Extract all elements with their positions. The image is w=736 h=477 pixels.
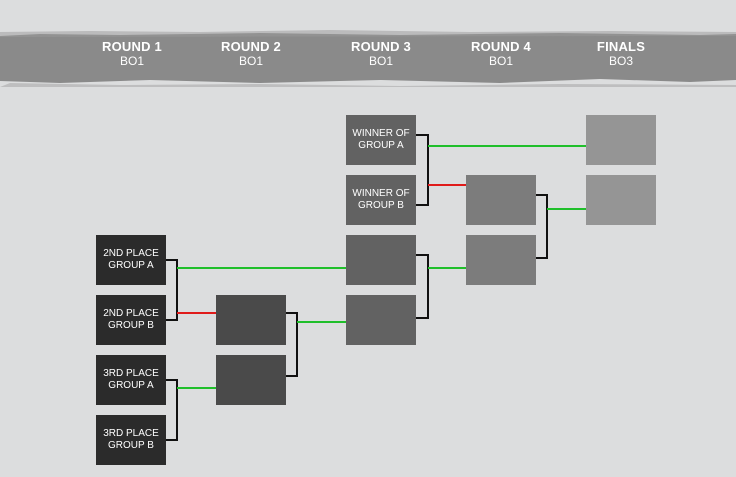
round-format: BO1: [368, 54, 393, 68]
bracket-connector: [166, 379, 178, 441]
round-name: ROUND 1: [102, 39, 162, 54]
round-name: ROUND 4: [471, 39, 531, 54]
bracket-connector: [166, 259, 178, 321]
bracket-connector: [536, 194, 548, 259]
round-header-finals: FINALS BO3: [571, 39, 671, 69]
header-band: [0, 30, 736, 87]
round-name: ROUND 2: [221, 39, 281, 54]
slot-round2-upper: [216, 295, 286, 345]
slot-round4-lower: [466, 235, 536, 285]
round-header-3: ROUND 3 BO1: [331, 39, 431, 69]
brush-stroke-graphic: [0, 30, 736, 87]
round-header-4: ROUND 4 BO1: [451, 39, 551, 69]
slot-label-line1: 2ND PLACE: [103, 248, 159, 259]
slot-label-line2: GROUP A: [358, 140, 404, 151]
slot-label-line1: 2ND PLACE: [103, 308, 159, 319]
slot-label-line2: GROUP A: [108, 260, 154, 271]
round-header-2: ROUND 2 BO1: [201, 39, 301, 69]
round-format: BO1: [238, 54, 263, 68]
slot-label-line2: GROUP B: [108, 440, 154, 451]
bracket-connector: [286, 312, 298, 377]
slot-round3-lower-a: [346, 235, 416, 285]
slot-label-line2: GROUP A: [108, 380, 154, 391]
slot-label-line1: WINNER OF: [352, 128, 410, 139]
slot-finals-lower: [586, 175, 656, 225]
slot-finals-upper: [586, 115, 656, 165]
slot-label-line1: 3RD PLACE: [103, 368, 159, 379]
round-format: BO3: [608, 54, 633, 68]
round-format: BO1: [119, 54, 144, 68]
slot-round4-upper: [466, 175, 536, 225]
round-name: ROUND 3: [351, 39, 411, 54]
slot-label-line1: 3RD PLACE: [103, 428, 159, 439]
round-name: FINALS: [596, 39, 646, 54]
slot-label-line1: WINNER OF: [352, 188, 410, 199]
slot-round2-lower: [216, 355, 286, 405]
round-format: BO1: [488, 54, 513, 68]
slot-label-line2: GROUP B: [108, 320, 154, 331]
slot-label-line2: GROUP B: [358, 200, 404, 211]
slot-round3-lower-b: [346, 295, 416, 345]
bracket-connector: [416, 254, 429, 319]
round-header-1: ROUND 1 BO1: [82, 39, 182, 69]
bracket-connector: [416, 134, 429, 206]
